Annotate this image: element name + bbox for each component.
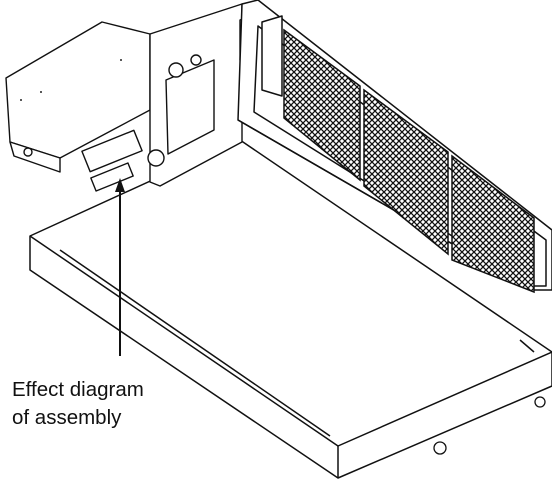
callout-leader — [115, 178, 125, 356]
filter-grille-middle — [363, 88, 449, 256]
callout-label-line1: Effect diagram — [12, 378, 144, 401]
filter-grille-right — [451, 154, 535, 294]
callout-label: Effect diagram of assembly — [12, 376, 144, 432]
filter-grille-left — [283, 28, 361, 182]
callout-label-line2: of assembly — [12, 406, 122, 429]
unit-feet — [433, 396, 546, 455]
